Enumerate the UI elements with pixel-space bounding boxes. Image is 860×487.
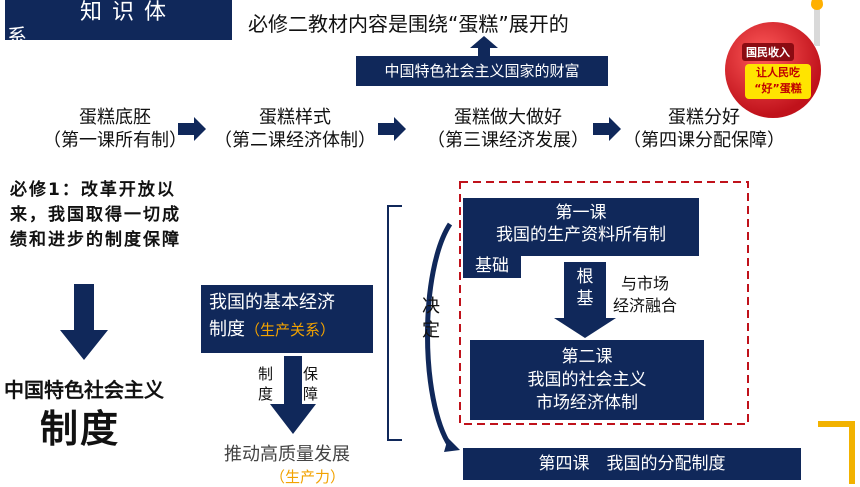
fuse-line1: 与市场 bbox=[621, 274, 670, 293]
cake-badge-label2-line2: “好”蛋糕 bbox=[754, 82, 802, 95]
subtitle-box: 中国特色社会主义国家的财富 bbox=[356, 56, 608, 86]
arrow-label-right: 保障 bbox=[303, 365, 319, 403]
curved-arrow-icon bbox=[425, 222, 453, 448]
lesson4-box: 第四课 我国的分配制度 bbox=[463, 448, 801, 480]
candle-icon bbox=[814, 2, 820, 46]
corner-accent bbox=[818, 421, 855, 484]
lesson2-box: 第二课 我国的社会主义 市场经济体制 bbox=[470, 340, 704, 420]
lesson-row-title: 蛋糕分好 bbox=[668, 107, 740, 128]
up-arrow-icon bbox=[470, 36, 498, 56]
lesson-dashed-frame bbox=[459, 181, 749, 425]
right-arrow-icon-2 bbox=[378, 117, 406, 141]
left-bottom-line2: 制度 bbox=[40, 407, 121, 451]
basic-system-line2b: （生产关系） bbox=[245, 321, 336, 339]
lesson2-line2: 我国的社会主义 bbox=[527, 370, 647, 390]
flame-icon bbox=[811, 0, 823, 10]
root-label: 根基 bbox=[576, 267, 594, 309]
fuse-label: 与市场 经济融合 bbox=[613, 273, 677, 317]
bracket-shape bbox=[387, 205, 402, 441]
lesson-row-sub: （第一课所有制） bbox=[43, 130, 187, 151]
lesson-row-sub: （第四课分配保障） bbox=[623, 130, 785, 151]
lesson-row-item-3: 蛋糕做大做好 （第三课经济发展） bbox=[418, 106, 598, 152]
promote-line2: （生产力） bbox=[270, 468, 346, 486]
cake-badge-label2-line1: 让人民吃 bbox=[756, 66, 800, 79]
headline: 必修二教材内容是围绕“蛋糕”展开的 bbox=[248, 12, 569, 36]
basic-system-line2a: 制度 bbox=[209, 319, 245, 340]
left-bottom-line1: 中国特色社会主义 bbox=[4, 378, 164, 402]
basic-economic-system-box: 我国的基本经济 制度（生产关系） bbox=[201, 285, 373, 353]
cake-badge-label2: 让人民吃 “好”蛋糕 bbox=[745, 64, 811, 99]
lesson2-line3: 市场经济体制 bbox=[536, 393, 638, 413]
lesson-row-sub: （第二课经济体制） bbox=[214, 130, 376, 151]
right-arrow-icon-3 bbox=[593, 117, 621, 141]
decide-label: 决定 bbox=[422, 296, 440, 341]
section-title-box: 知识体 系 bbox=[5, 0, 232, 48]
lesson1-line2: 我国的生产资料所有制 bbox=[496, 225, 666, 245]
lesson-row-title: 蛋糕做大做好 bbox=[454, 107, 562, 128]
down-arrow-icon-left bbox=[60, 284, 108, 360]
section-title-line1: 知识体 bbox=[80, 0, 177, 25]
left-description: 必修1：改革开放以来，我国取得一切成绩和进步的制度保障 bbox=[10, 180, 181, 250]
right-arrow-icon-1 bbox=[178, 117, 206, 141]
lesson-row-title: 蛋糕样式 bbox=[259, 107, 331, 128]
fuse-line2: 经济融合 bbox=[613, 296, 678, 315]
arrow-label-left: 制度 bbox=[258, 365, 274, 403]
lesson-row-item-1: 蛋糕底胚 （第一课所有制） bbox=[40, 106, 190, 152]
down-arrow-icon-lessons bbox=[554, 262, 616, 338]
lesson-row-item-4: 蛋糕分好 （第四课分配保障） bbox=[615, 106, 793, 152]
lesson-row-title: 蛋糕底胚 bbox=[79, 107, 151, 128]
basic-system-line1: 我国的基本经济 bbox=[209, 292, 335, 313]
lesson-row-sub: （第三课经济发展） bbox=[427, 130, 589, 151]
cake-badge-label1: 国民收入 bbox=[742, 43, 794, 61]
lesson1-box: 第一课 我国的生产资料所有制 bbox=[463, 198, 699, 256]
lesson-row-item-2: 蛋糕样式 （第二课经济体制） bbox=[205, 106, 385, 152]
lesson1-line1: 第一课 bbox=[555, 203, 607, 223]
down-arrow-icon-middle bbox=[270, 356, 316, 434]
section-title-line2: 系 bbox=[7, 24, 27, 48]
lesson1-line3: 基础 bbox=[463, 256, 521, 278]
lesson2-line1: 第二课 bbox=[561, 347, 613, 367]
promote-line1: 推动高质量发展 bbox=[224, 444, 350, 465]
